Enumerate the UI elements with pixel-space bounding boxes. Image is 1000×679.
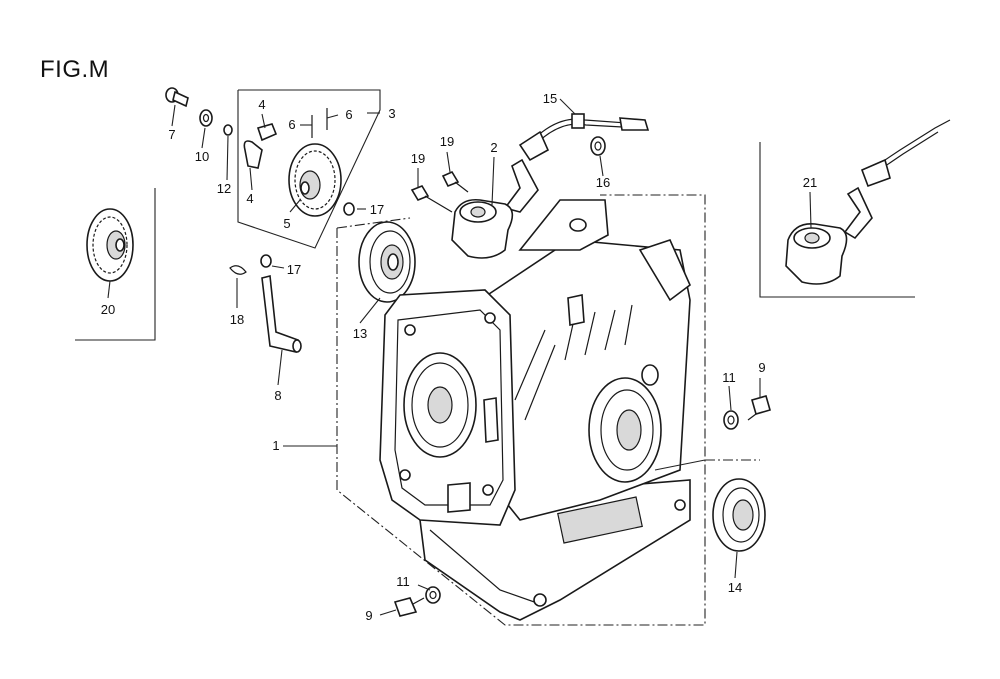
figure-title: FIG.M xyxy=(40,56,110,83)
callout-17-lower: 17 xyxy=(287,262,301,277)
callout-19-upper: 19 xyxy=(440,134,454,149)
callout-13: 13 xyxy=(353,326,367,341)
callout-18: 18 xyxy=(230,312,244,327)
washer-part-17-upper xyxy=(343,202,355,216)
bracket-crankcase-top xyxy=(336,217,411,229)
oil-seal-part-14 xyxy=(712,478,766,552)
callout-10: 10 xyxy=(195,149,209,164)
bolt-part-7 xyxy=(165,87,189,108)
callout-14: 14 xyxy=(728,580,742,595)
callout-12: 12 xyxy=(217,181,231,196)
callout-9-right: 9 xyxy=(758,360,765,375)
callout-19-lower: 19 xyxy=(411,151,425,166)
callout-15: 15 xyxy=(543,91,557,106)
governor-assembly-part-3 xyxy=(243,108,342,217)
tube-part-8 xyxy=(261,275,302,353)
callout-8: 8 xyxy=(274,388,281,403)
callout-17-upper: 17 xyxy=(370,202,384,217)
callout-2: 2 xyxy=(490,140,497,155)
callout-6-right: 6 xyxy=(345,107,352,122)
bracket-part-21 xyxy=(759,142,915,298)
callout-11-right: 11 xyxy=(722,370,736,385)
bolt-part-9-bottom xyxy=(393,597,425,617)
callout-16: 16 xyxy=(596,175,610,190)
callout-6-left: 6 xyxy=(288,117,295,132)
callout-4-lower: 4 xyxy=(246,191,253,206)
oil-switch-part-2 xyxy=(451,130,550,259)
washer-part-11-right xyxy=(723,410,739,430)
washer-part-17-lower xyxy=(260,254,272,268)
ring-part-12 xyxy=(223,124,233,136)
bolt-part-19-upper xyxy=(441,170,469,193)
bolt-part-9-right xyxy=(747,395,771,421)
oil-switch-part-21 xyxy=(785,119,951,285)
callout-20: 20 xyxy=(101,302,115,317)
leader-lines xyxy=(107,98,812,616)
washer-part-11-bottom xyxy=(425,586,441,604)
wire-part-15 xyxy=(534,113,650,143)
callout-4-upper: 4 xyxy=(258,97,265,112)
crankcase-part-1 xyxy=(379,199,691,621)
callout-3: 3 xyxy=(388,106,395,121)
callout-1: 1 xyxy=(272,438,279,453)
washer-part-10 xyxy=(199,109,213,127)
clip-part-18 xyxy=(229,265,247,275)
bracket-assembly-3 xyxy=(237,89,381,249)
oil-seal-part-13 xyxy=(358,221,416,303)
nut-part-16 xyxy=(590,136,606,156)
callout-7: 7 xyxy=(168,127,175,142)
callout-21: 21 xyxy=(803,175,817,190)
bracket-part-20 xyxy=(75,188,156,341)
callout-11-bottom: 11 xyxy=(396,574,410,589)
gear-part-20 xyxy=(86,208,134,282)
callout-labels: 1 2 3 4 4 5 6 6 7 8 9 9 10 11 11 12 13 1… xyxy=(101,91,817,623)
callout-9-bottom: 9 xyxy=(365,608,372,623)
bolt-part-19-lower xyxy=(410,185,453,213)
callout-5: 5 xyxy=(283,216,290,231)
